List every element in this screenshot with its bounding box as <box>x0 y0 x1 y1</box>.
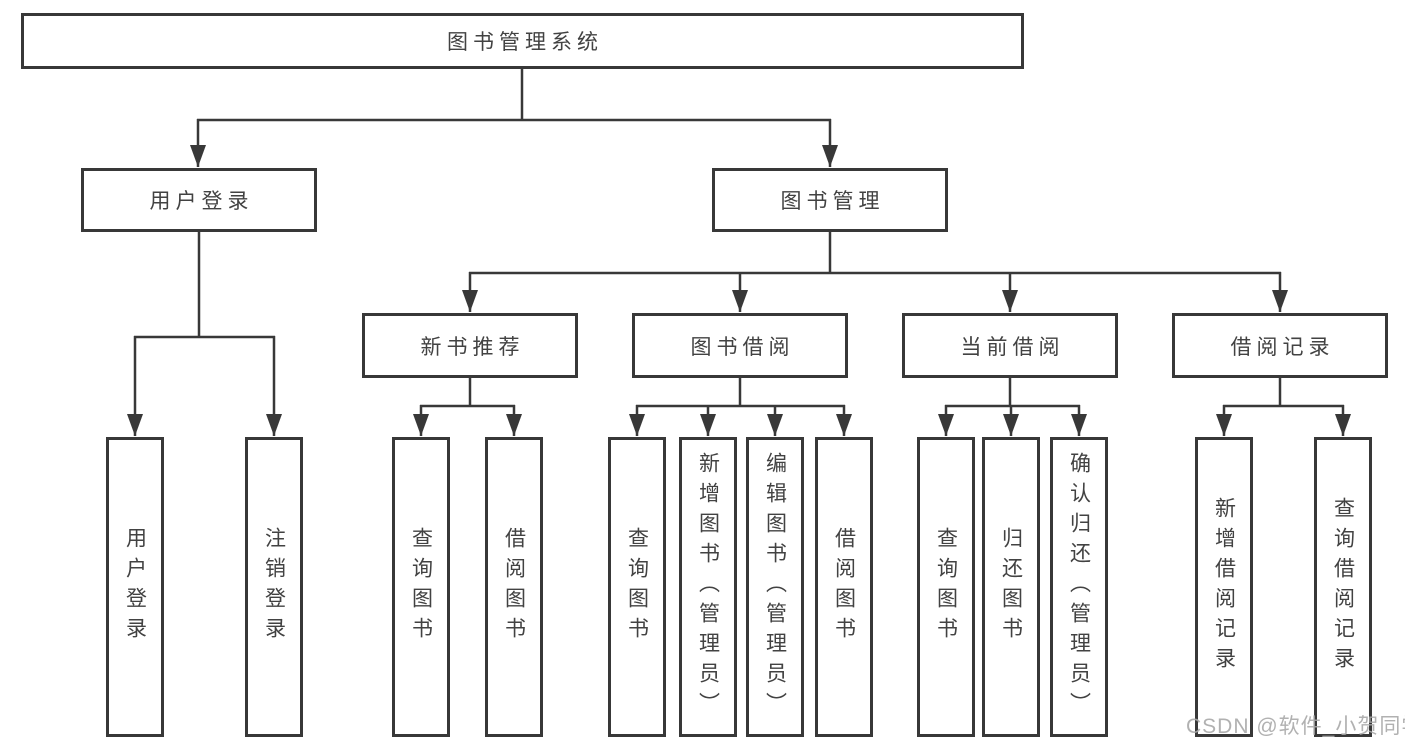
leaf-user-login: 用户登录 <box>106 437 164 737</box>
node-book-management: 图书管理 <box>712 168 948 232</box>
leaf-current-return-books: 归还图书 <box>982 437 1040 737</box>
node-library-management-system: 图书管理系统 <box>21 13 1024 69</box>
node-new-book-recommend: 新书推荐 <box>362 313 578 378</box>
leaf-recommend-borrow-books: 借阅图书 <box>485 437 543 737</box>
leaf-current-query-books: 查询图书 <box>917 437 975 737</box>
leaf-label: 借阅图书 <box>502 527 526 647</box>
leaf-label: 注销登录 <box>262 527 286 647</box>
leaf-borrow-borrow-books: 借阅图书 <box>815 437 873 737</box>
leaf-label: 归还图书 <box>999 527 1023 647</box>
leaf-label: 查询图书 <box>409 527 433 647</box>
leaf-recommend-query-books: 查询图书 <box>392 437 450 737</box>
leaf-label: 查询图书 <box>934 527 958 647</box>
leaf-label: 查询借阅记录 <box>1331 497 1355 677</box>
leaf-label: 编辑图书（管理员） <box>763 452 787 722</box>
leaf-current-confirm-return-admin: 确认归还（管理员） <box>1050 437 1108 737</box>
leaf-borrow-query-books: 查询图书 <box>608 437 666 737</box>
csdn-watermark: CSDN @软件_小贺同学 <box>1186 715 1405 738</box>
node-borrow-records: 借阅记录 <box>1172 313 1388 378</box>
leaf-borrow-add-books-admin: 新增图书（管理员） <box>679 437 737 737</box>
leaf-label: 借阅图书 <box>832 527 856 647</box>
node-user-login: 用户登录 <box>81 168 317 232</box>
leaf-label: 查询图书 <box>625 527 649 647</box>
leaf-records-query-borrow-record: 查询借阅记录 <box>1314 437 1372 737</box>
leaf-label: 新增图书（管理员） <box>696 452 720 722</box>
node-current-borrow: 当前借阅 <box>902 313 1118 378</box>
leaf-records-add-borrow-record: 新增借阅记录 <box>1195 437 1253 737</box>
leaf-label: 新增借阅记录 <box>1212 497 1236 677</box>
leaf-label: 确认归还（管理员） <box>1067 452 1091 722</box>
leaf-logout-login: 注销登录 <box>245 437 303 737</box>
node-book-borrow: 图书借阅 <box>632 313 848 378</box>
leaf-borrow-edit-books-admin: 编辑图书（管理员） <box>746 437 804 737</box>
leaf-label: 用户登录 <box>123 527 147 647</box>
